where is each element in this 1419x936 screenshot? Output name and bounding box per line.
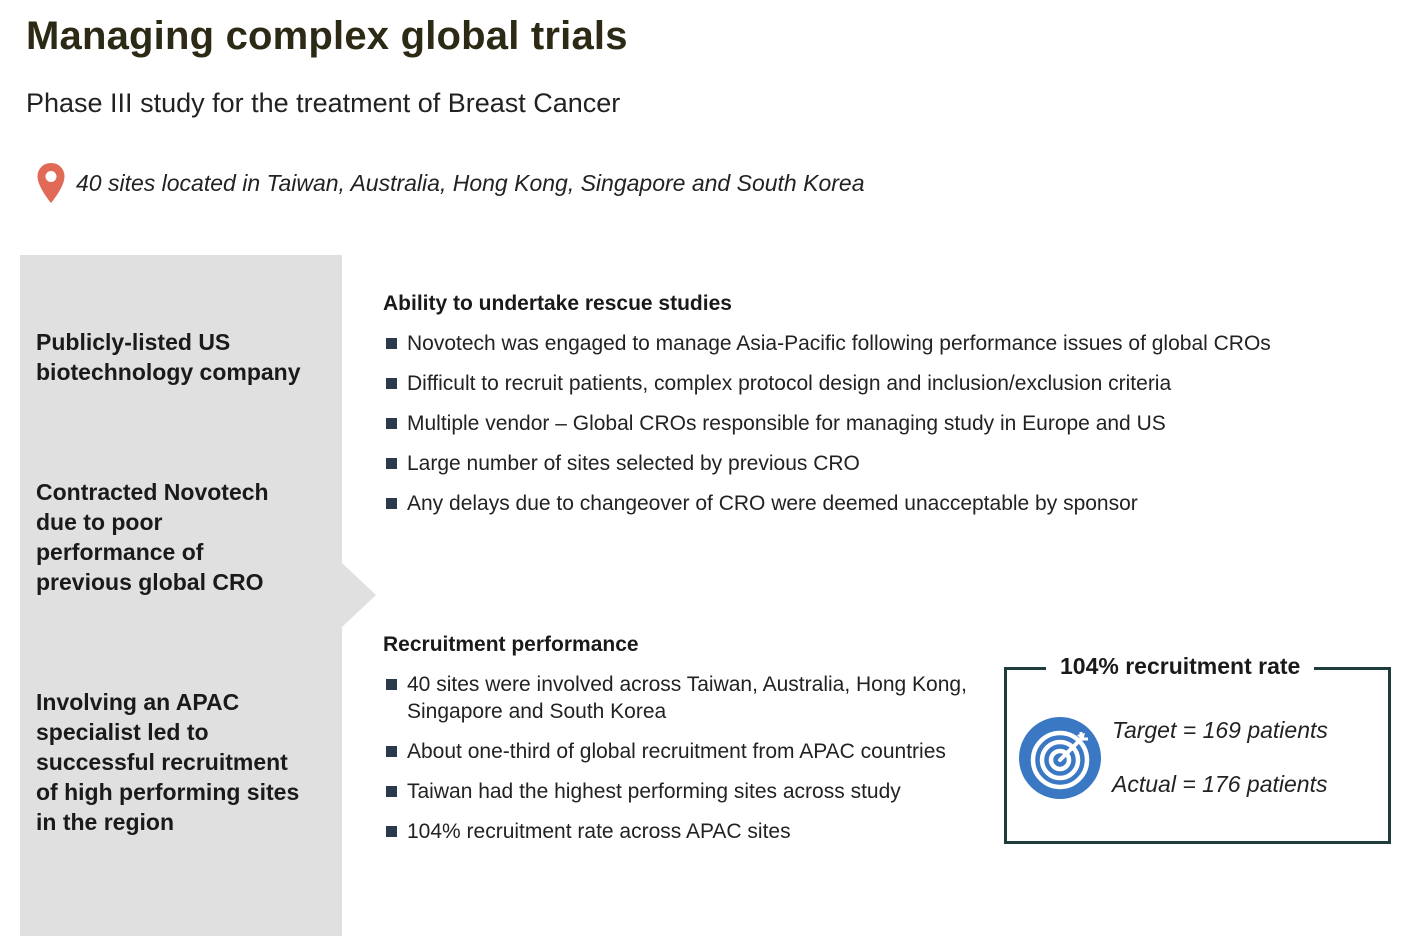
- kpi-title: 104% recruitment rate: [1046, 653, 1315, 680]
- sidebar-block-outcome: Involving an APAC specialist led to succ…: [36, 687, 299, 837]
- list-item: 40 sites were involved across Taiwan, Au…: [386, 671, 976, 725]
- sidebar-line: previous global CRO: [36, 569, 264, 595]
- location-row: 40 sites located in Taiwan, Australia, H…: [36, 162, 864, 204]
- list-item: Taiwan had the highest performing sites …: [386, 778, 976, 805]
- sidebar-line: in the region: [36, 809, 174, 835]
- rescue-bullet-list: Novotech was engaged to manage Asia-Paci…: [386, 330, 1271, 530]
- list-item: Difficult to recruit patients, complex p…: [386, 370, 1271, 397]
- bullet-square-icon: [386, 418, 397, 429]
- target-icon: [1019, 717, 1101, 799]
- sidebar-block-contract: Contracted Novotech due to poor performa…: [36, 477, 269, 597]
- bullet-square-icon: [386, 458, 397, 469]
- kpi-target-text: Target = 169 patients: [1112, 717, 1328, 743]
- bullet-square-icon: [386, 378, 397, 389]
- sidebar-line: successful recruitment: [36, 749, 288, 775]
- recruitment-section-title: Recruitment performance: [383, 633, 639, 656]
- bullet-square-icon: [386, 746, 397, 757]
- location-text: 40 sites located in Taiwan, Australia, H…: [76, 169, 865, 196]
- sidebar-line: Publicly-listed US: [36, 329, 231, 355]
- sidebar-line: of high performing sites: [36, 779, 300, 805]
- bullet-square-icon: [386, 338, 397, 349]
- rescue-section-title: Ability to undertake rescue studies: [383, 292, 732, 315]
- sidebar-line: due to poor: [36, 509, 163, 535]
- sidebar-line: performance of: [36, 539, 204, 565]
- map-pin-icon: [37, 163, 65, 203]
- bullet-square-icon: [386, 826, 397, 837]
- kpi-actual-text: Actual = 176 patients: [1112, 771, 1328, 797]
- sidebar-arrow: [342, 563, 376, 627]
- bullet-square-icon: [386, 498, 397, 509]
- list-item: Novotech was engaged to manage Asia-Paci…: [386, 330, 1271, 357]
- list-item: About one-third of global recruitment fr…: [386, 738, 976, 765]
- page-title: Managing complex global trials: [26, 14, 628, 58]
- sidebar-line: Involving an APAC: [36, 689, 240, 715]
- list-item: Multiple vendor – Global CROs responsibl…: [386, 410, 1271, 437]
- bullet-square-icon: [386, 679, 397, 690]
- sidebar-block-company: Publicly-listed US biotechnology company: [36, 327, 301, 387]
- sidebar-line: specialist led to: [36, 719, 209, 745]
- recruitment-bullet-list: 40 sites were involved across Taiwan, Au…: [386, 671, 976, 858]
- sidebar-line: biotechnology company: [36, 359, 301, 385]
- sidebar-panel: [20, 255, 342, 936]
- list-item: 104% recruitment rate across APAC sites: [386, 818, 976, 845]
- list-item: Large number of sites selected by previo…: [386, 450, 1271, 477]
- page-subtitle: Phase III study for the treatment of Bre…: [26, 88, 621, 118]
- sidebar-line: Contracted Novotech: [36, 479, 269, 505]
- list-item: Any delays due to changeover of CRO were…: [386, 490, 1271, 517]
- bullet-square-icon: [386, 786, 397, 797]
